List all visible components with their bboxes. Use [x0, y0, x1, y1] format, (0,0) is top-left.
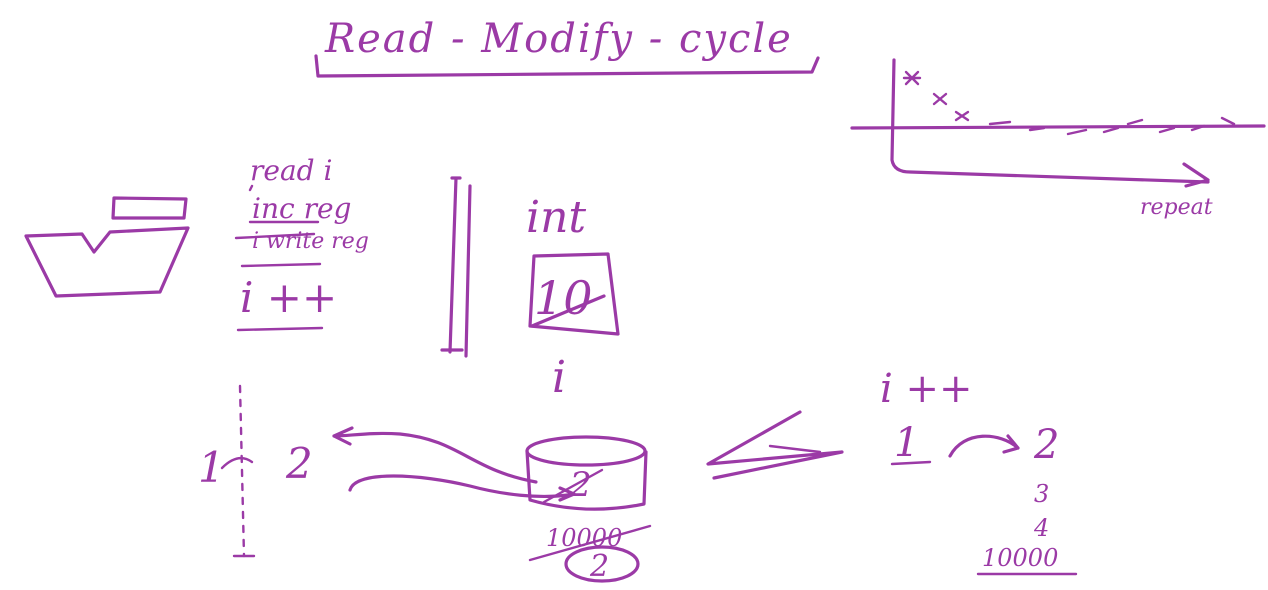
database-cylinder: 2	[525, 435, 648, 511]
asm-divider-1	[234, 232, 316, 240]
conflict-mark	[768, 444, 822, 454]
asm-separator	[464, 184, 472, 358]
board-title: Read - Modify - cycle	[324, 16, 793, 62]
folder-icon	[24, 196, 190, 298]
expected-final: 10000	[982, 544, 1058, 572]
write-arrow	[348, 474, 576, 502]
race-left: 1 2	[198, 384, 313, 558]
assembly-steps: read i inc reg i write reg i ++	[234, 154, 472, 358]
asm-divider-2	[240, 262, 322, 268]
asm-mark	[248, 184, 254, 192]
int-variable: int 10 i	[526, 192, 620, 403]
asm-line-write: i write reg	[252, 229, 369, 254]
expected-arrow	[948, 434, 1020, 458]
value-strike	[530, 294, 606, 328]
graph-points	[902, 70, 1236, 136]
counter-result: 10000 2	[528, 524, 652, 584]
read-arrow	[332, 426, 538, 484]
conflict-arrow	[706, 410, 844, 480]
counter-strike	[528, 524, 652, 562]
expected-sequence: i ++ 1 2 3 4 10000	[880, 366, 1078, 576]
db-value-strike	[542, 468, 604, 504]
expected-step4: 4	[1033, 514, 1049, 542]
timeline-dashed	[238, 384, 246, 558]
result-circle	[564, 545, 640, 583]
db-value: 2	[569, 465, 592, 505]
graph-xlabel: repeat	[1140, 195, 1213, 220]
race-arrow-small	[220, 456, 254, 470]
expected-to: 2	[1033, 422, 1059, 468]
asm-underline-2	[236, 326, 324, 332]
variable-value: 10	[534, 271, 593, 325]
race-value-from: 1	[198, 443, 225, 492]
graph-axes	[890, 58, 1210, 184]
asm-line-inc: inc reg	[252, 192, 351, 225]
expected-step3: 3	[1034, 480, 1049, 508]
asm-bracket	[440, 176, 464, 354]
expected-from-underline	[890, 460, 932, 466]
title-underline	[314, 54, 820, 78]
variable-type: int	[526, 192, 586, 243]
variable-box	[528, 252, 620, 336]
expected-expr: i ++	[880, 366, 973, 412]
graph-sketch: repeat	[850, 58, 1266, 220]
counter-final: 2	[589, 549, 609, 584]
graph-baseline	[850, 124, 1266, 130]
asm-line-inc-op: i ++	[240, 273, 337, 322]
asm-line-read: read i	[250, 154, 332, 187]
race-value-to: 2	[285, 439, 313, 488]
graph-arrowhead	[1182, 162, 1210, 188]
variable-name: i	[552, 352, 566, 403]
expected-from: 1	[894, 420, 919, 466]
